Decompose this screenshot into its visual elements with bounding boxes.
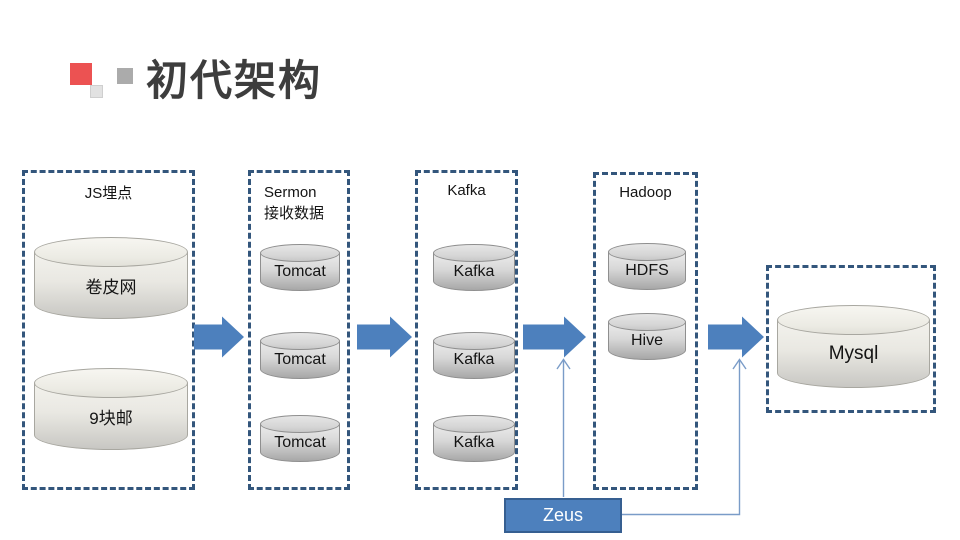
- title-decor-small-gray-square: [90, 85, 103, 98]
- cylinder-label: Mysql: [828, 343, 879, 364]
- cylinder-9kuaiyou: 9块邮: [34, 368, 188, 450]
- flow-arrow-kafka-to-hadoop: [523, 316, 586, 358]
- cylinder-tomcat-3: Tomcat: [260, 415, 340, 462]
- cylinder-label: HDFS: [625, 262, 669, 279]
- cylinder-top: [608, 313, 686, 331]
- group-hadoop: Hadoop HDFS Hive: [593, 172, 698, 490]
- cylinder-top: [260, 332, 340, 350]
- zeus-label: Zeus: [542, 505, 584, 525]
- cylinder-top: [34, 368, 188, 398]
- cylinder-top: [260, 244, 340, 262]
- cylinder-kafka-2: Kafka: [433, 332, 515, 379]
- cylinder-label: Tomcat: [274, 263, 326, 280]
- cylinder-kafka-1: Kafka: [433, 244, 515, 291]
- group-sermon-label: Sermon 接收数据: [251, 182, 347, 224]
- cylinder-hive: Hive: [608, 313, 686, 360]
- title-decor-red-square: [70, 63, 92, 85]
- flow-arrow-sermon-to-kafka: [357, 316, 412, 358]
- group-hadoop-label: Hadoop: [619, 184, 672, 201]
- cylinder-tomcat-2: Tomcat: [260, 332, 340, 379]
- group-sermon-label-line2: 接收数据: [264, 205, 325, 222]
- cylinder-label: Tomcat: [274, 434, 326, 451]
- group-kafka: Kafka Kafka Kafka Kafka: [415, 170, 518, 490]
- group-mysql: Mysql: [766, 265, 936, 413]
- cylinder-juanpiwang: 卷皮网: [34, 237, 188, 319]
- cylinder-top: [260, 415, 340, 433]
- cylinder-kafka-3: Kafka: [433, 415, 515, 462]
- cylinder-top: [777, 305, 930, 335]
- zeus-box: Zeus: [504, 498, 622, 533]
- cylinder-top: [433, 415, 515, 433]
- group-sermon: Sermon 接收数据 Tomcat Tomcat Tomcat: [248, 170, 350, 490]
- cylinder-label: Tomcat: [274, 351, 326, 368]
- group-sermon-label-line1: Sermon: [264, 184, 317, 201]
- group-js-tracking: JS埋点 卷皮网 9块邮: [22, 170, 195, 490]
- cylinder-label: Hive: [630, 332, 663, 349]
- cylinder-top: [433, 332, 515, 350]
- title-decor-gray-square: [117, 68, 133, 84]
- flow-arrow-js-to-sermon: [194, 316, 244, 358]
- cylinder-label: Kafka: [453, 434, 495, 451]
- page-title: 初代架构: [146, 57, 323, 104]
- cylinder-label: Kafka: [453, 351, 495, 368]
- cylinder-label: Kafka: [453, 263, 495, 280]
- cylinder-tomcat-1: Tomcat: [260, 244, 340, 291]
- group-kafka-label: Kafka: [447, 182, 486, 199]
- cylinder-top: [34, 237, 188, 267]
- cylinder-mysql: Mysql: [777, 305, 930, 388]
- cylinder-top: [608, 243, 686, 261]
- cylinder-label: 卷皮网: [85, 278, 137, 297]
- group-js-label: JS埋点: [84, 185, 133, 202]
- flow-arrow-hadoop-to-mysql: [708, 316, 764, 358]
- cylinder-label: 9块邮: [89, 409, 133, 428]
- cylinder-top: [433, 244, 515, 262]
- cylinder-hdfs: HDFS: [608, 243, 686, 290]
- zeus-arrow-to-kafka-hadoop-flow: [556, 358, 571, 497]
